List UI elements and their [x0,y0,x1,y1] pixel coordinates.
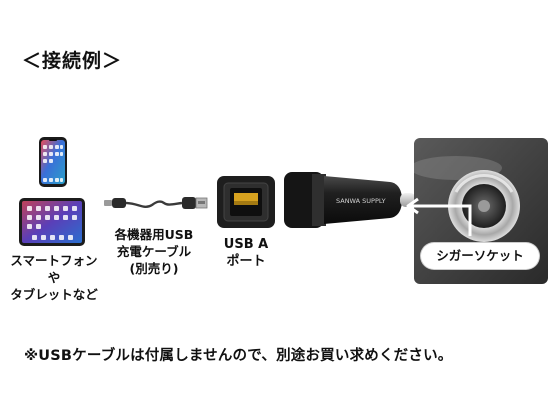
charger-brand-text: SANWA SUPPLY [336,197,386,205]
footnote: ※USBケーブルは付属しませんので、別途お買い求めください。 [24,348,453,364]
port-label-line-1: USB A [223,237,269,252]
cable-label: 各機器用USB 充電ケーブル (別売り) [102,226,206,277]
car-charger-icon: SANWA SUPPLY [284,172,416,228]
devices-label-line-1: スマートフォンや [10,253,98,285]
port-label-line-2: ポート [226,254,266,269]
port-label: USB A ポート [212,236,280,270]
devices-label-line-2: タブレットなど [10,287,98,302]
smartphone-icon [39,137,67,187]
connection-arrow-icon [406,197,472,236]
usb-cable-icon [104,197,208,209]
cable-label-line-3: (別売り) [129,261,179,276]
devices-label: スマートフォンや タブレットなど [6,252,102,303]
cigar-socket-label: シガーソケット [421,243,539,269]
cable-label-line-1: 各機器用USB [114,227,194,242]
tablet-icon [19,198,85,246]
page-title: ＜接続例＞ [22,50,123,72]
cable-label-line-2: 充電ケーブル [116,244,192,259]
usb-a-port-icon [217,176,275,228]
